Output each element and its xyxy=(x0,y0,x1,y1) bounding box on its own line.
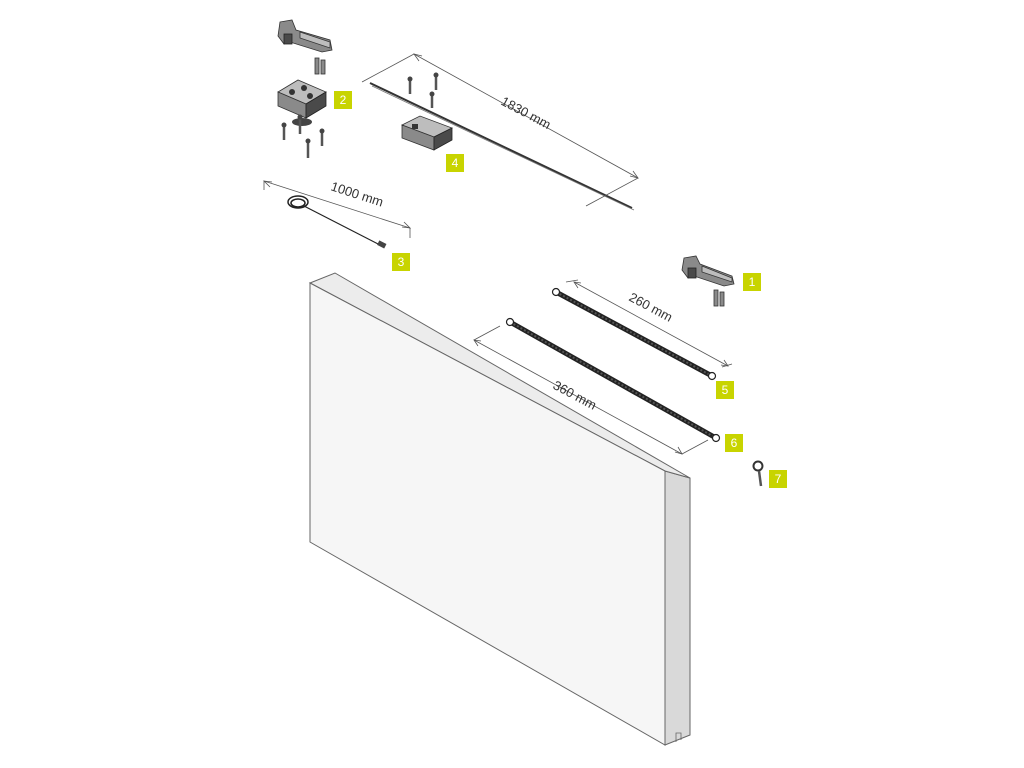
part-number-4: 4 xyxy=(452,156,459,170)
part-badge-1: 1 xyxy=(743,273,761,291)
part-badge-5: 5 xyxy=(716,381,734,399)
mount-screws xyxy=(281,114,325,158)
part-number-1: 1 xyxy=(749,275,756,289)
part-badge-3: 3 xyxy=(392,253,410,271)
mount-block xyxy=(277,79,327,158)
eye-screw xyxy=(752,460,764,487)
part-badge-7: 7 xyxy=(769,470,787,488)
mirror-panel xyxy=(308,272,691,746)
part-number-6: 6 xyxy=(731,436,738,450)
part-badge-4: 4 xyxy=(446,154,464,172)
spring-short: 260 mm xyxy=(551,279,733,381)
rail-screws xyxy=(407,72,439,108)
part-badge-2: 2 xyxy=(334,91,352,109)
rail-length-label: 1830 mm xyxy=(499,93,554,132)
rail-assembly: 1830 mm xyxy=(361,53,639,211)
bracket-top-left xyxy=(277,19,333,75)
part-number-7: 7 xyxy=(775,472,782,486)
part-number-2: 2 xyxy=(340,93,347,107)
bracket-right xyxy=(681,255,735,307)
part-badge-6: 6 xyxy=(725,434,743,452)
cable-assembly: 1000 mm xyxy=(262,179,412,249)
part-number-3: 3 xyxy=(398,255,405,269)
spring-short-length-label: 260 mm xyxy=(627,289,676,324)
part-number-5: 5 xyxy=(722,383,729,397)
